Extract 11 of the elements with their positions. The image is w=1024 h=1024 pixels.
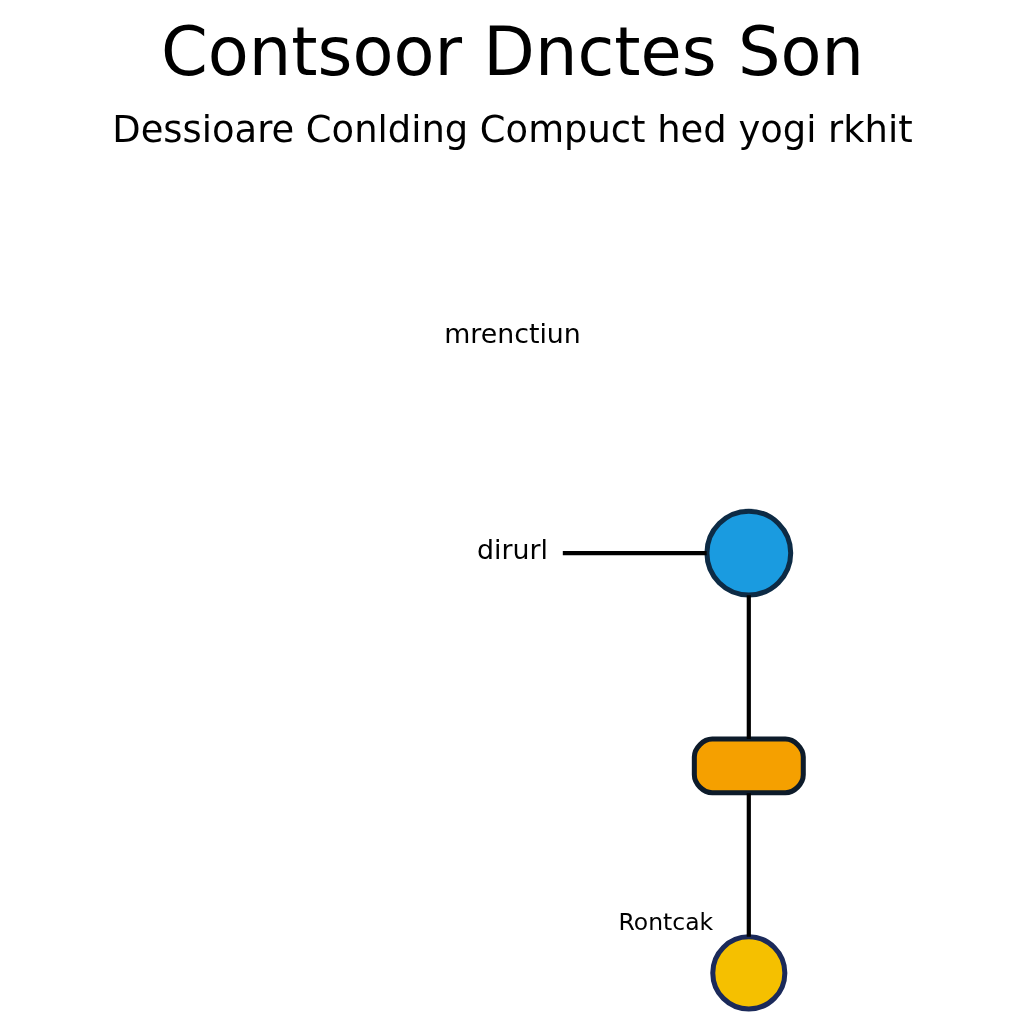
connector: [746, 793, 751, 937]
connector: [746, 595, 751, 740]
node-circle: [703, 508, 793, 598]
connector: [562, 550, 707, 556]
node-box: [691, 736, 806, 796]
node-circle: [709, 934, 787, 1012]
label: Dessioare Conlding Compuct hed yogi rkhit: [111, 107, 913, 151]
node-label: Rontcak: [618, 908, 713, 937]
label: mrenctiun: [443, 318, 581, 350]
node-text: dirurl: [476, 534, 548, 566]
diagram-title: Contsoor Dnctes Son: [160, 13, 864, 92]
